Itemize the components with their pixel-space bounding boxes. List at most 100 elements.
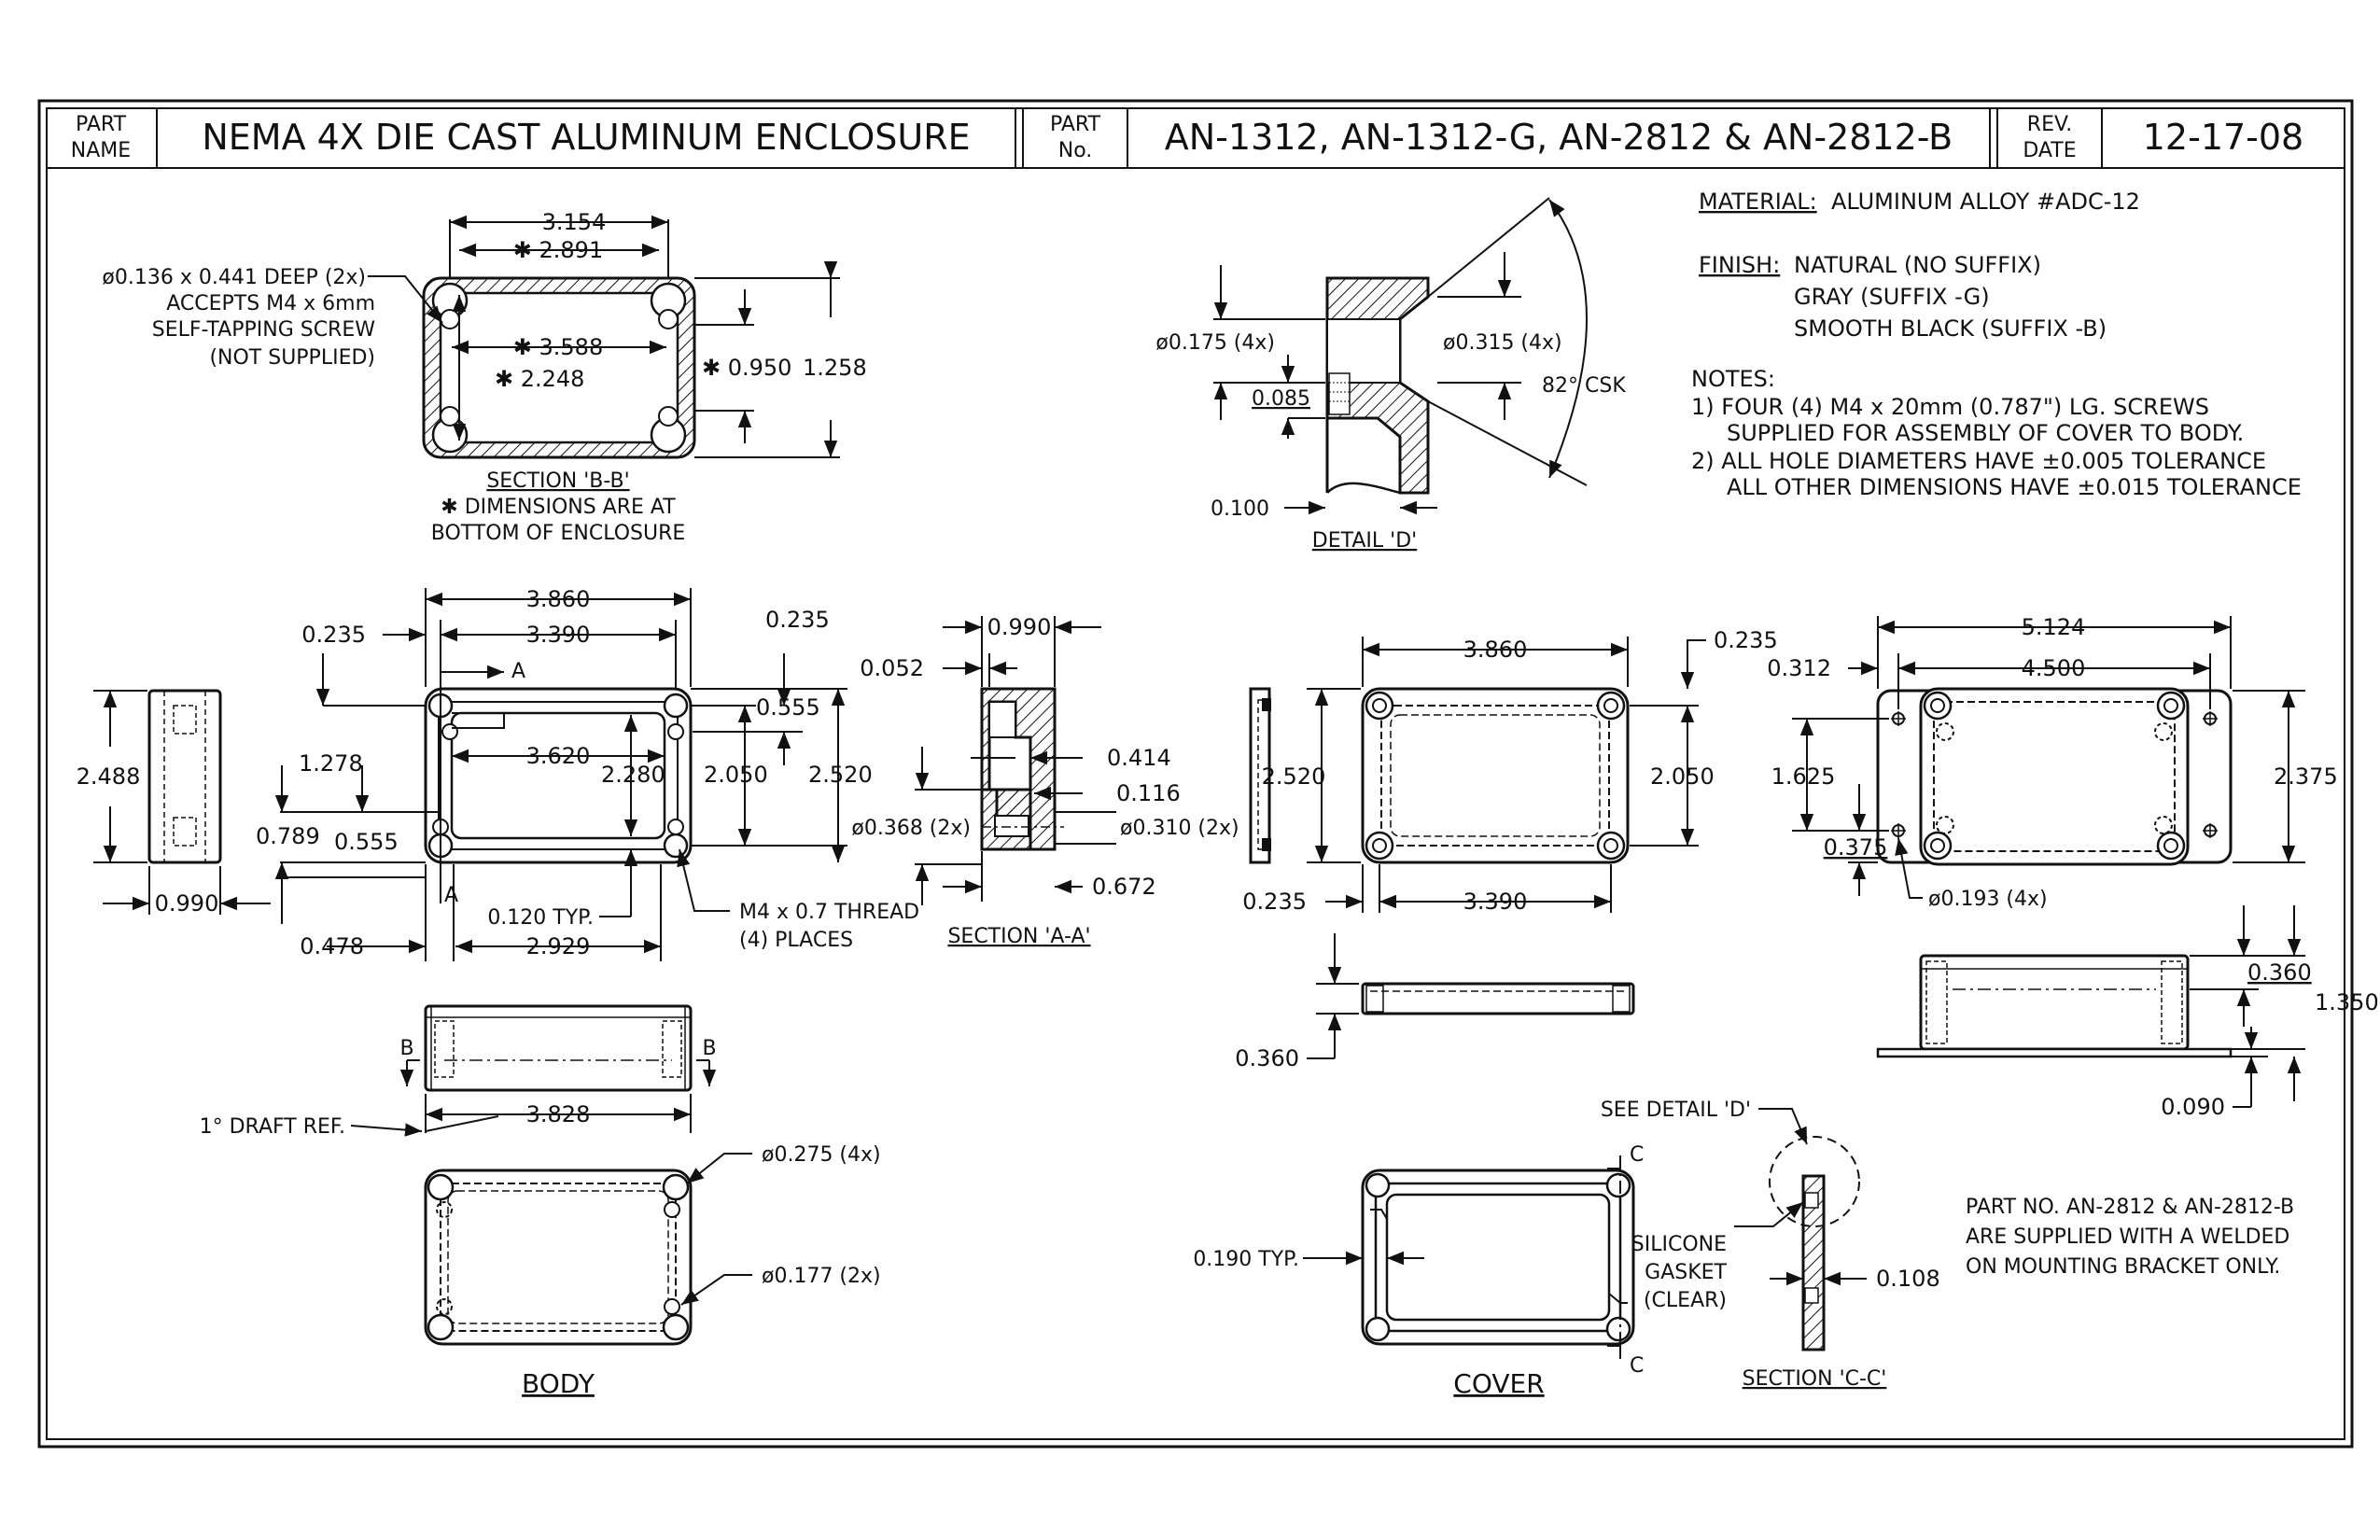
cover-top-view: 3.860 0.235 2.520 2.050 0.235 3.390 <box>1242 627 1777 915</box>
dim-2280: 2.280 <box>601 762 665 788</box>
dim-0990-aa: 0.990 <box>987 614 1052 640</box>
part-no-label: PART <box>1050 113 1101 136</box>
cover-bottom-view: 0.190 TYP. C C COVER <box>1193 1143 1644 1399</box>
thread-callout-1: M4 x 0.7 THREAD <box>739 901 919 924</box>
dim-1278: 1.278 <box>299 750 363 777</box>
cover-caption: COVER <box>1453 1368 1544 1399</box>
dim-3620: 3.620 <box>526 743 591 769</box>
thread-callout-2: (4) PLACES <box>739 929 853 952</box>
dim-0085: 0.085 <box>1252 387 1310 411</box>
dim-0789: 0.789 <box>256 823 320 849</box>
dim-csk: 82° CSK <box>1542 374 1626 398</box>
hole-callout-3: SELF-TAPPING SCREW <box>152 318 376 342</box>
dim-0235-right: 0.235 <box>765 607 830 633</box>
rev-label-2: DATE <box>2023 139 2076 162</box>
dim-2375: 2.375 <box>2274 763 2338 790</box>
part-number: AN-1312, AN-1312-G, AN-2812 & AN-2812-B <box>1165 117 1953 158</box>
dim-3828: 3.828 <box>526 1101 591 1127</box>
dim-0120: 0.120 TYP. <box>487 906 594 930</box>
bracket-note-1: PART NO. AN-2812 & AN-2812-B <box>1966 1196 2294 1219</box>
section-cc-view: SEE DETAIL 'D' SILICONE GASKET (CLEAR) 0… <box>1601 1099 1940 1391</box>
section-c-marker-top: C <box>1630 1143 1644 1167</box>
cover-profile-view: 0.360 <box>1235 933 1635 1071</box>
dim-0100: 0.100 <box>1211 497 1269 521</box>
dim-0950: ✱ 0.950 <box>702 355 791 381</box>
gasket-label-2: GASKET <box>1645 1261 1727 1284</box>
dim-0190: 0.190 TYP. <box>1193 1248 1299 1271</box>
dim-0108: 0.108 <box>1876 1266 1940 1292</box>
section-bb-view: 3.154 ✱ 2.891 ✱ 3.588 ✱ 2.248 ✱ 0.950 1.… <box>102 209 866 545</box>
dim-0177: ø0.177 (2x) <box>762 1265 881 1288</box>
part-name: NEMA 4X DIE CAST ALUMINUM ENCLOSURE <box>202 117 970 158</box>
part-no-label-2: No. <box>1058 139 1093 162</box>
dim-0368: ø0.368 (2x) <box>851 817 971 840</box>
note-2b: ALL OTHER DIMENSIONS HAVE ±0.015 TOLERAN… <box>1727 474 2302 500</box>
dim-3588: ✱ 3.588 <box>513 334 603 360</box>
dim-0193: ø0.193 (4x) <box>1928 888 2048 911</box>
finish-3: SMOOTH BLACK (SUFFIX -B) <box>1794 315 2107 342</box>
material-value: ALUMINUM ALLOY #ADC-12 <box>1831 189 2140 215</box>
gasket-label-1: SILICONE <box>1631 1233 1727 1256</box>
section-bb-note-2: BOTTOM OF ENCLOSURE <box>431 522 686 545</box>
section-b-marker-right: B <box>702 1037 716 1060</box>
title-block: PART NAME NEMA 4X DIE CAST ALUMINUM ENCL… <box>71 113 2303 162</box>
part-name-label-2: NAME <box>71 139 131 162</box>
hole-callout-4: (NOT SUPPLIED) <box>209 346 375 370</box>
dim-0275: ø0.275 (4x) <box>762 1143 881 1167</box>
body-bottom-view: ø0.275 (4x) ø0.177 (2x) BODY <box>424 1143 881 1399</box>
dim-0672: 0.672 <box>1092 874 1156 900</box>
cover-end-view <box>1249 687 1271 864</box>
dim-0360-cover: 0.360 <box>1235 1045 1299 1071</box>
dim-0235-cover: 0.235 <box>1714 627 1778 653</box>
note-1b: SUPPLIED FOR ASSEMBLY OF COVER TO BODY. <box>1727 420 2244 446</box>
dim-3860: 3.860 <box>526 586 591 612</box>
dim-0478: 0.478 <box>300 933 364 959</box>
dim-2050-cover: 2.050 <box>1650 763 1715 790</box>
dim-0375: 0.375 <box>1824 834 1888 861</box>
notes-label: NOTES: <box>1691 366 1775 392</box>
hole-callout-2: ACCEPTS M4 x 6mm <box>166 292 375 315</box>
body-side-view: B B 3.828 1° DRAFT REF. <box>200 1004 717 1139</box>
dim-4500: 4.500 <box>2022 655 2086 681</box>
dim-3154: 3.154 <box>542 209 607 235</box>
body-caption: BODY <box>522 1368 595 1399</box>
dim-0052: 0.052 <box>860 655 924 681</box>
dim-1625: 1.625 <box>1771 763 1836 790</box>
body-top-view: 3.860 3.390 0.235 0.235 0.555 3.620 2.28… <box>256 586 919 961</box>
section-cc-caption: SECTION 'C-C' <box>1743 1367 1887 1391</box>
section-aa-view: 0.990 0.052 0.414 0.116 ø0.368 (2x) ø0.3… <box>851 614 1239 948</box>
dim-3390-cover: 3.390 <box>1463 889 1528 915</box>
dim-2050: 2.050 <box>704 762 768 788</box>
bracket-side-view: 0.360 1.350 0.090 <box>1876 905 2379 1120</box>
section-bb-caption: SECTION 'B-B' <box>486 469 629 493</box>
section-bb-note-1: ✱ DIMENSIONS ARE AT <box>441 496 676 519</box>
dim-2929: 2.929 <box>526 933 591 959</box>
dim-0555-bottom: 0.555 <box>334 829 399 855</box>
dim-1258: 1.258 <box>803 355 867 381</box>
sheet-border <box>37 99 2354 1449</box>
dim-0235b-cover: 0.235 <box>1242 889 1307 915</box>
dim-0360-bracket: 0.360 <box>2247 959 2312 986</box>
section-c-marker-bottom: C <box>1630 1354 1644 1378</box>
detail-d-view: ø0.175 (4x) 0.085 0.100 ø0.315 (4x) 82° … <box>1155 197 1626 553</box>
bracket-note-3: ON MOUNTING BRACKET ONLY. <box>1966 1255 2280 1279</box>
dim-0090: 0.090 <box>2161 1094 2225 1120</box>
detail-d-caption: DETAIL 'D' <box>1312 529 1417 553</box>
dim-0116: 0.116 <box>1116 780 1181 806</box>
section-b-marker-left: B <box>399 1037 413 1060</box>
rev-label: REV. <box>2027 113 2072 136</box>
section-a-marker-bottom: A <box>444 884 458 907</box>
dim-1350: 1.350 <box>2315 989 2379 1015</box>
dim-2248: ✱ 2.248 <box>495 366 584 392</box>
dim-5124: 5.124 <box>2022 614 2086 640</box>
dim-0310: ø0.310 (2x) <box>1120 817 1239 840</box>
note-2a: 2) ALL HOLE DIAMETERS HAVE ±0.005 TOLERA… <box>1691 448 2266 474</box>
hole-callout-1: ø0.136 x 0.441 DEEP (2x) <box>102 266 366 289</box>
dim-2488: 2.488 <box>77 763 141 790</box>
notes-block: MATERIAL: ALUMINUM ALLOY #ADC-12 FINISH:… <box>1691 189 2302 1279</box>
draft-reference: 1° DRAFT REF. <box>200 1115 345 1139</box>
part-name-label: PART <box>76 113 127 136</box>
dim-0175: ø0.175 (4x) <box>1155 331 1275 355</box>
finish-2: GRAY (SUFFIX -G) <box>1794 284 1990 310</box>
